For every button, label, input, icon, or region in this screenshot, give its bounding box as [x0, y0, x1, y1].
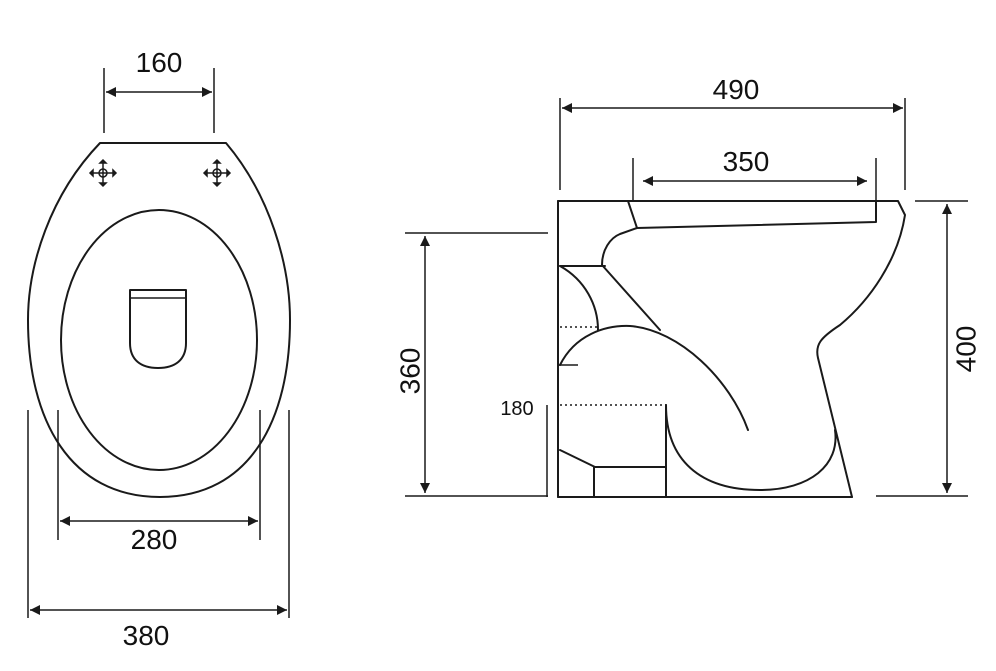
dimension-160: 160 [103, 47, 215, 133]
dimension-350-label: 350 [723, 146, 770, 177]
dimension-490: 490 [559, 74, 906, 190]
dimension-350: 350 [632, 146, 877, 200]
side-view-trap [559, 324, 749, 431]
side-view-seat [627, 200, 877, 229]
dimension-380-label: 380 [123, 620, 170, 651]
side-view-body-outline [816, 200, 906, 498]
dimension-400-label: 400 [950, 326, 981, 373]
top-view: 160 280 380 [27, 47, 291, 651]
dimension-360: 360 [394, 232, 548, 497]
top-view-outer-outline [27, 142, 291, 498]
dimension-490-label: 490 [713, 74, 760, 105]
seat-fixing-hole-left-icon [88, 158, 118, 188]
seat-fixing-hole-right-icon [202, 158, 232, 188]
dimension-280: 280 [57, 410, 261, 555]
dimension-400: 400 [876, 200, 981, 497]
top-view-bowl-opening [60, 209, 258, 471]
dimension-380: 380 [27, 410, 290, 651]
dimension-180-label: 180 [500, 398, 533, 420]
dimension-180: 180 [500, 398, 548, 497]
side-view: 490 350 360 180 400 [394, 74, 981, 498]
dimension-280-label: 280 [131, 524, 178, 555]
dimension-360-label: 360 [394, 348, 425, 395]
dimension-160-label: 160 [136, 47, 183, 78]
side-view-bowl-inner [601, 227, 661, 331]
top-view-drain-opening [129, 289, 187, 369]
